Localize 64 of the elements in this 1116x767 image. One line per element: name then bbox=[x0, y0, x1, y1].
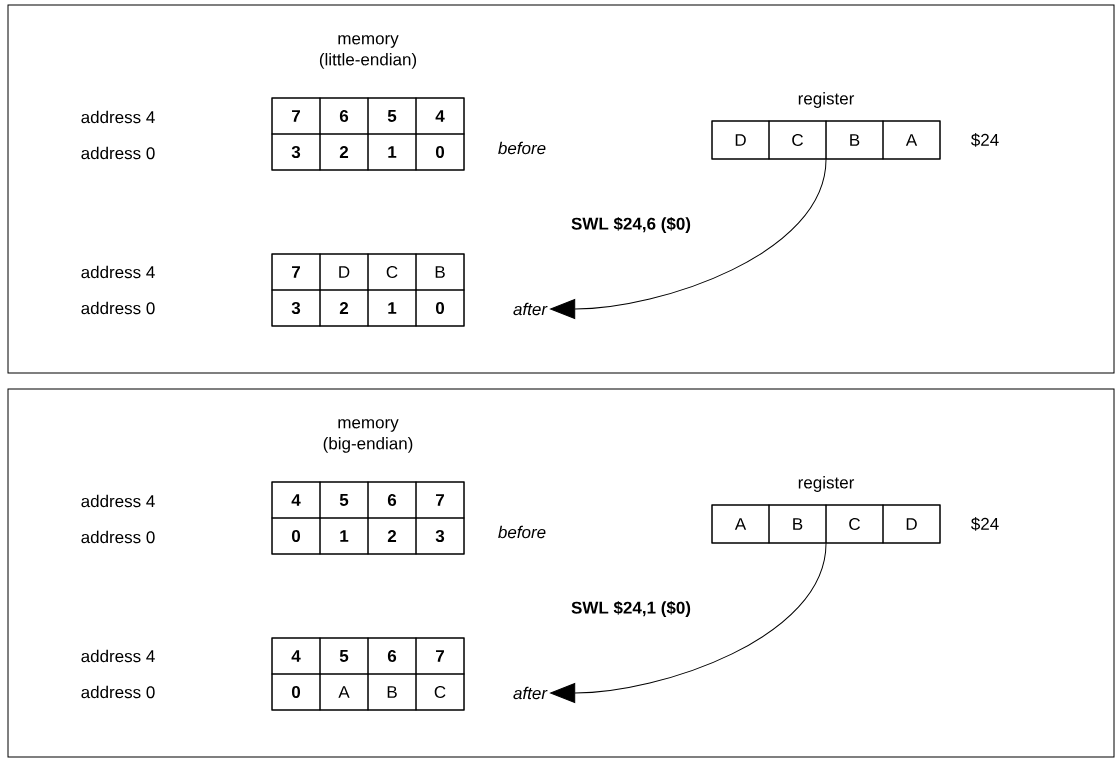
byte-cell: A bbox=[711, 504, 770, 544]
byte-cell: 1 bbox=[367, 289, 417, 327]
byte-cell: 6 bbox=[319, 97, 369, 135]
address-label: address 4 bbox=[81, 649, 155, 663]
byte-cell: C bbox=[825, 504, 884, 544]
state-label: before bbox=[498, 141, 546, 155]
address-label: address 4 bbox=[81, 265, 155, 279]
byte-cell: C bbox=[415, 673, 465, 711]
byte-cell: C bbox=[768, 120, 827, 160]
byte-cell: B bbox=[768, 504, 827, 544]
curved-arrow bbox=[550, 159, 827, 319]
byte-cell: 4 bbox=[271, 637, 321, 675]
byte-cell: 7 bbox=[415, 637, 465, 675]
table-heading: memory (big-endian) bbox=[323, 419, 413, 453]
byte-cell: D bbox=[319, 253, 369, 291]
panel-frame bbox=[7, 388, 1115, 758]
register-heading: register bbox=[798, 476, 855, 492]
byte-cell: 4 bbox=[271, 481, 321, 519]
byte-cell: B bbox=[367, 673, 417, 711]
byte-cell: 6 bbox=[367, 637, 417, 675]
byte-cell: B bbox=[415, 253, 465, 291]
byte-cell: 5 bbox=[319, 637, 369, 675]
byte-cell: 6 bbox=[367, 481, 417, 519]
curved-arrow bbox=[550, 543, 827, 703]
address-label: address 4 bbox=[81, 494, 155, 508]
state-label: after bbox=[513, 686, 548, 700]
byte-cell: 7 bbox=[415, 481, 465, 519]
address-label: address 0 bbox=[81, 685, 155, 699]
byte-cell: 3 bbox=[271, 133, 321, 171]
byte-cell: 0 bbox=[271, 517, 321, 555]
byte-cell: 3 bbox=[271, 289, 321, 327]
register-name: $24 bbox=[971, 133, 999, 147]
instruction-label: SWL $24,1 ($0) bbox=[570, 599, 692, 619]
byte-cell: 2 bbox=[367, 517, 417, 555]
byte-cell: 7 bbox=[271, 253, 321, 291]
table-heading: memory (little-endian) bbox=[319, 35, 417, 69]
address-label: address 0 bbox=[81, 301, 155, 315]
byte-cell: 4 bbox=[415, 97, 465, 135]
address-label: address 0 bbox=[81, 146, 155, 160]
byte-cell: A bbox=[882, 120, 941, 160]
byte-cell: 2 bbox=[319, 289, 369, 327]
register-name: $24 bbox=[971, 517, 999, 531]
address-label: address 0 bbox=[81, 530, 155, 544]
byte-cell: 0 bbox=[271, 673, 321, 711]
address-label: address 4 bbox=[81, 110, 155, 124]
byte-cell: 5 bbox=[367, 97, 417, 135]
byte-cell: D bbox=[711, 120, 770, 160]
byte-cell: 0 bbox=[415, 133, 465, 171]
byte-cell: 1 bbox=[367, 133, 417, 171]
register-heading: register bbox=[798, 92, 855, 108]
byte-cell: 3 bbox=[415, 517, 465, 555]
byte-cell: 1 bbox=[319, 517, 369, 555]
instruction-label: SWL $24,6 ($0) bbox=[570, 215, 692, 235]
byte-cell: B bbox=[825, 120, 884, 160]
state-label: before bbox=[498, 525, 546, 539]
byte-cell: D bbox=[882, 504, 941, 544]
byte-cell: 0 bbox=[415, 289, 465, 327]
byte-cell: 2 bbox=[319, 133, 369, 171]
panel-frame bbox=[7, 4, 1115, 374]
byte-cell: 5 bbox=[319, 481, 369, 519]
byte-cell: A bbox=[319, 673, 369, 711]
state-label: after bbox=[513, 302, 548, 316]
byte-cell: 7 bbox=[271, 97, 321, 135]
byte-cell: C bbox=[367, 253, 417, 291]
